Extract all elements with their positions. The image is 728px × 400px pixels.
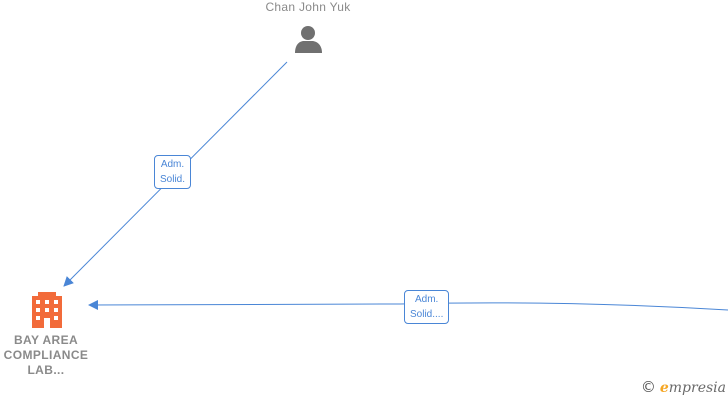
edge-label-line: Adm. (415, 294, 439, 305)
company-name-line: BAY AREA (13, 333, 79, 347)
building-icon[interactable] (32, 292, 62, 328)
edge-label-line: Adm. (160, 159, 185, 170)
edge-label-line: Solid. (160, 174, 186, 185)
empresia-watermark: ©empresia (641, 378, 726, 396)
edge-label-line: Solid.... (410, 309, 444, 320)
edge-label-offscreen-company[interactable]: Adm. Solid.... (404, 290, 450, 324)
copyright-symbol: © (640, 378, 656, 396)
edge-label-person-company[interactable]: Adm. Solid. (154, 155, 192, 189)
company-name-line: LAB... (27, 363, 65, 377)
brand-name: mpresia (668, 380, 726, 396)
person-icon[interactable] (295, 26, 322, 53)
company-name-label[interactable]: BAY AREA COMPLIANCE LAB... (0, 333, 92, 378)
person-name-label[interactable]: Chan John Yuk (265, 0, 351, 14)
company-name-line: COMPLIANCE (3, 348, 89, 362)
brand-initial: e (659, 380, 669, 396)
